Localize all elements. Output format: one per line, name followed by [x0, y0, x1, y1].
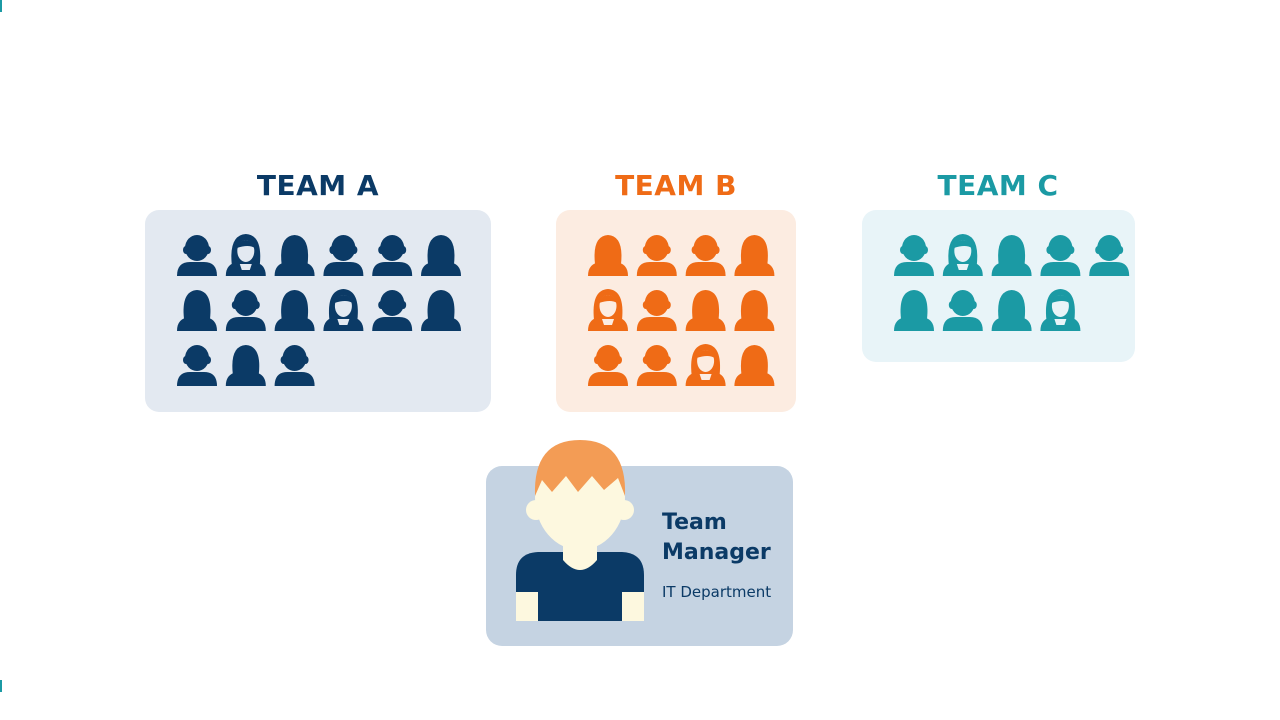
team-c-member-icon	[991, 290, 1032, 331]
team-a-member-icon	[323, 235, 364, 276]
team-b-title: TEAM B	[615, 169, 737, 202]
team-a-box	[145, 210, 491, 412]
team-a-member-icon	[177, 235, 217, 276]
manager-role: Team Manager	[662, 510, 771, 565]
manager-department: IT Department	[662, 583, 772, 601]
team-c-title: TEAM C	[937, 169, 1059, 202]
team-b-member-icon	[588, 345, 628, 386]
team-a-member-icon	[225, 345, 266, 386]
team-c-member-icon	[1040, 289, 1081, 331]
team-c-member-icon	[894, 290, 934, 331]
team-a-member-icon	[177, 345, 217, 386]
team-b-member-icon	[685, 290, 726, 331]
team-b-member-icon	[588, 289, 628, 331]
team-c-member-icon	[894, 235, 934, 276]
team-c-member-icon	[991, 235, 1032, 276]
team-b-member-icon	[734, 290, 775, 331]
team-a-member-icon	[372, 290, 413, 331]
team-a-member-icon	[421, 290, 461, 331]
team-b-member-icon	[734, 345, 775, 386]
manager-shirt	[516, 552, 644, 621]
team-b-member-icon	[636, 345, 677, 386]
team-a-title: TEAM A	[256, 169, 380, 202]
edge-marker-top	[0, 0, 2, 12]
team-b-member-icon	[685, 235, 726, 276]
team-a-members	[177, 234, 461, 386]
edge-marker-bottom	[0, 680, 2, 692]
manager-hair	[534, 440, 626, 496]
team-a-member-icon	[323, 289, 364, 331]
team-c-member-icon	[1089, 235, 1130, 276]
team-a-member-icon	[421, 235, 461, 276]
team-a-member-icon	[274, 290, 315, 331]
team-b-member-icon	[685, 344, 726, 386]
team-c-box	[862, 210, 1135, 362]
team-b-member-icon	[588, 235, 628, 276]
team-c-member-icon	[1040, 235, 1081, 276]
team-c-members	[894, 234, 1130, 331]
team-b-member-icon	[734, 235, 775, 276]
team-a-member-icon	[177, 290, 217, 331]
team-b-member-icon	[636, 235, 677, 276]
team-c-member-icon	[942, 290, 983, 331]
team-b-box	[556, 210, 796, 412]
team-c-member-icon	[942, 234, 983, 276]
team-a-member-icon	[274, 235, 315, 276]
team-a-member-icon	[225, 234, 266, 276]
team-a-member-icon	[372, 235, 413, 276]
team-a-member-icon	[225, 290, 266, 331]
team-b-members	[588, 235, 775, 386]
manager-right-arm	[622, 592, 644, 621]
manager-left-arm	[516, 592, 538, 621]
team-b-member-icon	[636, 290, 677, 331]
team-a-member-icon	[274, 345, 315, 386]
